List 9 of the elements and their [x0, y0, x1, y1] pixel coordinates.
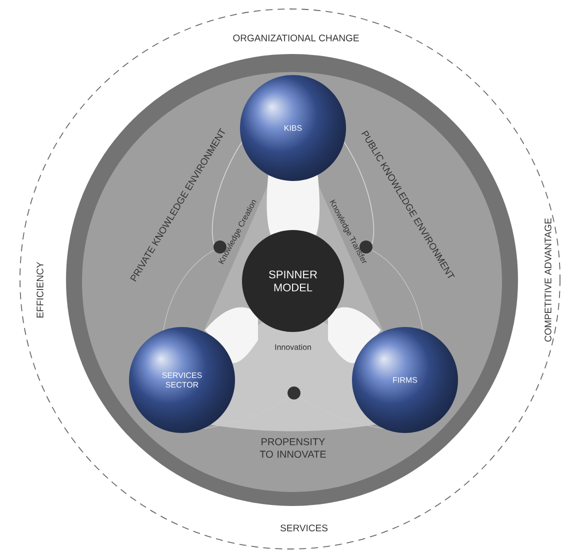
- flow-label: Innovation: [275, 344, 311, 350]
- label: SERVICES: [280, 524, 328, 532]
- sphere: FIRMS: [393, 377, 418, 383]
- sphere: KIBS: [284, 125, 302, 131]
- label: EFFICIENCY: [36, 262, 44, 318]
- label: COMPETITIVE ADVANTAGE: [544, 218, 552, 342]
- label: PROPENSITY TO INNOVATE: [260, 438, 326, 458]
- sphere: SERVICES SECTOR: [162, 372, 202, 388]
- label: ORGANIZATIONAL CHANGE: [233, 34, 359, 42]
